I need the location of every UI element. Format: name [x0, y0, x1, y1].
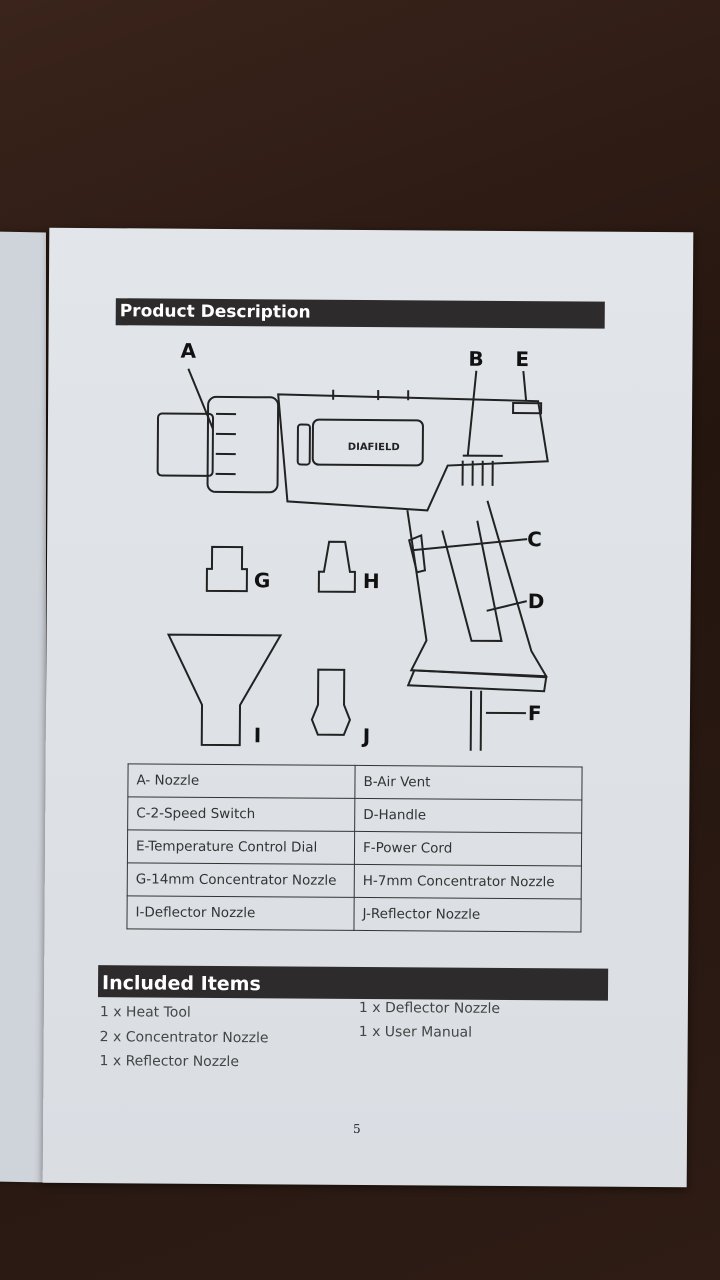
included-item: 1 x Deflector Nozzle: [358, 999, 501, 1017]
nozzle-shape: [156, 412, 215, 477]
handle-shape: [406, 500, 549, 678]
body-shape: [277, 393, 549, 512]
table-cell: F-Power Cord: [354, 831, 582, 866]
included-items-header: Included Items: [97, 965, 609, 1001]
table-cell: G-14mm Concentrator Nozzle: [127, 862, 355, 898]
table-cell: E-Temperature Control Dial: [127, 829, 355, 865]
included-item: 1 x Heat Tool: [99, 1004, 191, 1021]
manual-page: Product Description DIAFIELD A B C D E F: [42, 227, 694, 1188]
table-cell: J-Reflector Nozzle: [353, 897, 582, 932]
table-cell: C-2-Speed Switch: [127, 796, 355, 832]
table-cell: I-Deflector Nozzle: [126, 895, 355, 931]
table-cell: H-7mm Concentrator Nozzle: [354, 864, 582, 899]
callout-b: B: [468, 346, 484, 371]
heat-gun-diagram: DIAFIELD: [156, 368, 549, 751]
brand-logo: DIAFIELD: [348, 442, 400, 453]
page-number: 5: [353, 1121, 361, 1136]
table-cell: B-Air Vent: [354, 765, 583, 800]
callout-e: E: [515, 347, 530, 372]
included-item: 1 x User Manual: [358, 1023, 473, 1041]
included-item: 2 x Concentrator Nozzle: [99, 1029, 269, 1047]
table-cell: D-Handle: [354, 798, 582, 833]
callout-g: G: [253, 568, 271, 593]
included-item: 1 x Reflector Nozzle: [99, 1053, 240, 1071]
callout-d: D: [527, 589, 545, 614]
table-cell: A- Nozzle: [127, 763, 356, 799]
callout-h: H: [362, 568, 380, 594]
callout-i: I: [253, 723, 262, 748]
callout-j: J: [362, 723, 371, 749]
callout-c: C: [527, 527, 542, 552]
left-page-edge: [0, 231, 46, 1183]
callout-a: A: [180, 338, 197, 363]
callout-f: F: [527, 701, 542, 726]
section-title: Included Items: [101, 972, 261, 996]
